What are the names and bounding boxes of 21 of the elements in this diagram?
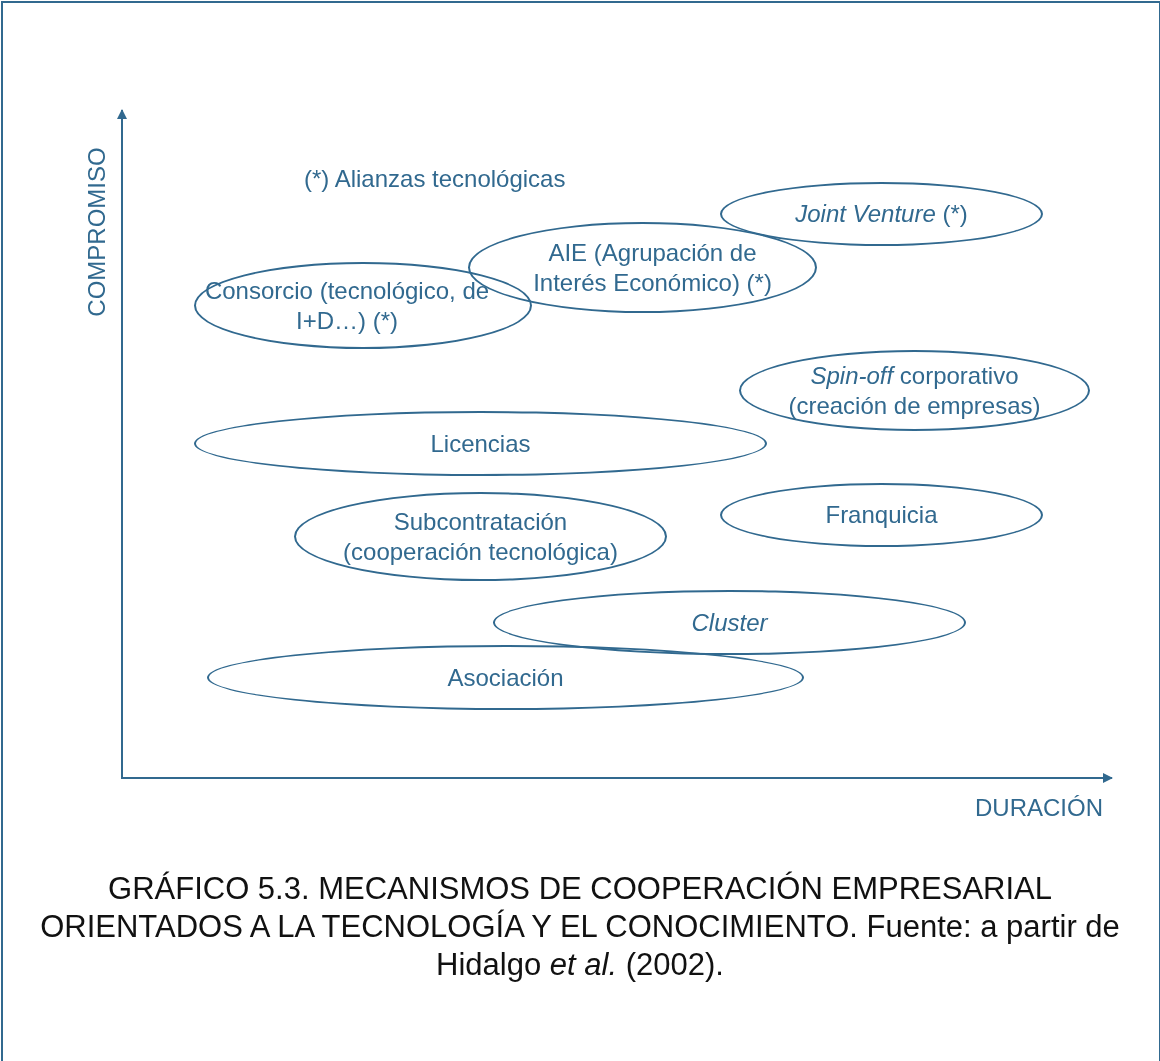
node-label: Spin-off corporativo (creación de empresas) xyxy=(787,360,1042,421)
ellipse-node xyxy=(493,590,966,655)
ellipse-node xyxy=(194,262,532,349)
node-label: Consorcio (tecnológico, de I+D…) (*) xyxy=(204,275,490,336)
axis-label: DURACIÓN xyxy=(975,794,1103,822)
node-label: AIE (Agrupación de Interés Económico) (*) xyxy=(532,237,773,298)
axis-label: COMPROMISO xyxy=(82,147,111,317)
node-label: Joint Venture (*) xyxy=(795,199,968,229)
ellipse-node xyxy=(720,182,1043,246)
note-text: (*) Alianzas tecnológicas xyxy=(304,165,566,193)
ellipse-node xyxy=(720,483,1043,547)
ellipse-node xyxy=(194,411,767,476)
ellipse-node xyxy=(207,645,804,710)
node-label: Cluster xyxy=(691,607,768,638)
ellipse-node xyxy=(294,492,667,581)
node-label: Asociación xyxy=(447,662,564,693)
node-label: Franquicia xyxy=(825,500,938,530)
ellipse-node xyxy=(739,350,1090,431)
node-label: Licencias xyxy=(430,428,531,459)
node-label: Subcontratación (cooperación tecnológica) xyxy=(342,506,619,567)
caption: GRÁFICO 5.3. MECANISMOS DE COOPERACIÓN EMPRESARIAL ORIENTADOS A LA TECNOLOGÍA Y EL CONOCIMIENTO. Fuente: a partir de Hidalgo et al. (2002). xyxy=(39,870,1121,984)
